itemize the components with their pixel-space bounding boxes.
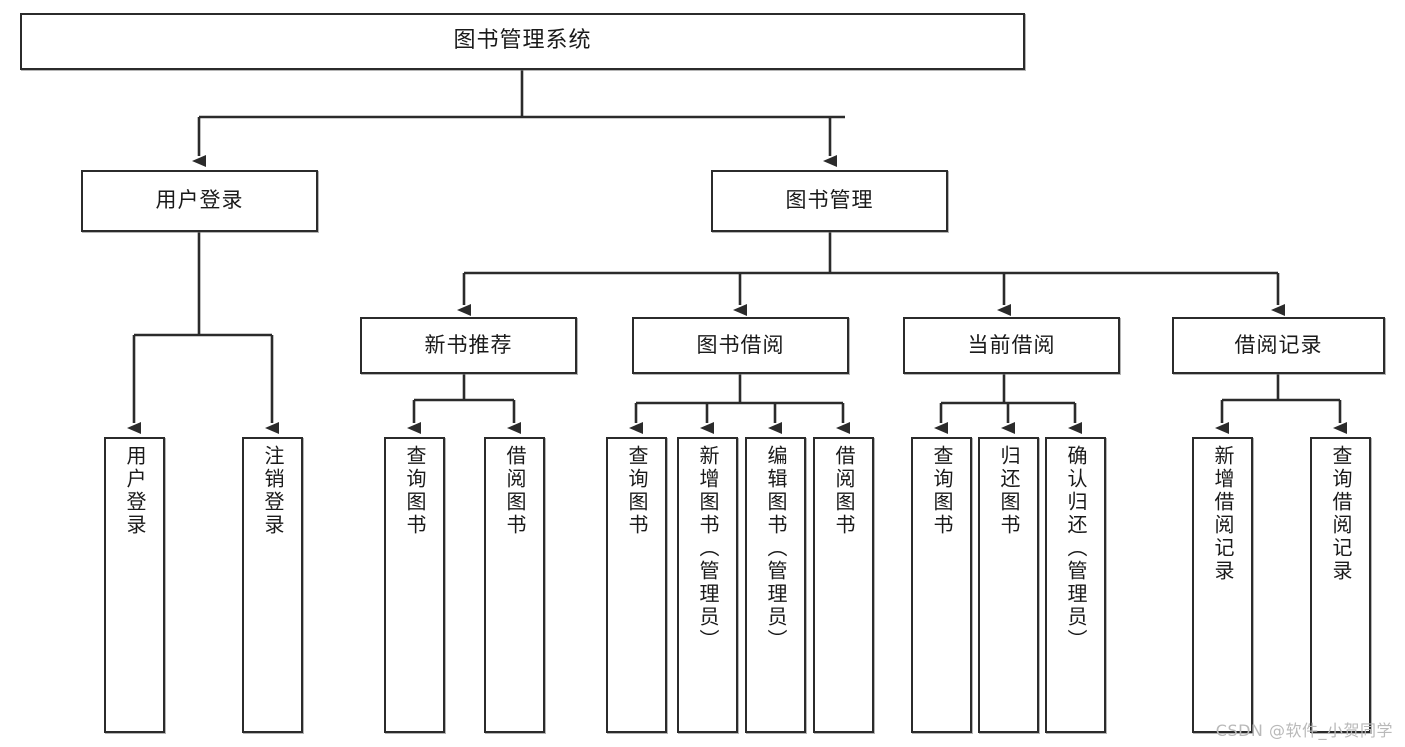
node-leaf-borrow-book-2[interactable]: 借阅图书 bbox=[813, 437, 874, 733]
node-label: 用户登录 bbox=[123, 445, 147, 537]
watermark-text: CSDN @软件_小贺同学 bbox=[1215, 721, 1393, 740]
node-label: 查询借阅记录 bbox=[1329, 445, 1353, 583]
node-user-login[interactable]: 用户登录 bbox=[81, 170, 318, 232]
node-leaf-return-book[interactable]: 归还图书 bbox=[978, 437, 1039, 733]
node-leaf-query-book-2[interactable]: 查询图书 bbox=[606, 437, 667, 733]
node-leaf-user-login[interactable]: 用户登录 bbox=[104, 437, 165, 733]
node-label: 编辑图书（管理员） bbox=[764, 445, 788, 652]
node-label: 确认归还（管理员） bbox=[1064, 445, 1088, 652]
node-current-borrow[interactable]: 当前借阅 bbox=[903, 317, 1120, 374]
node-label: 新增图书（管理员） bbox=[696, 445, 720, 652]
node-leaf-add-book[interactable]: 新增图书（管理员） bbox=[677, 437, 738, 733]
node-label: 查询图书 bbox=[625, 445, 649, 537]
node-leaf-add-record[interactable]: 新增借阅记录 bbox=[1192, 437, 1253, 733]
node-leaf-edit-book[interactable]: 编辑图书（管理员） bbox=[745, 437, 806, 733]
node-label: 借阅图书 bbox=[832, 445, 856, 537]
node-new-book-recommend[interactable]: 新书推荐 bbox=[360, 317, 577, 374]
node-root-system[interactable]: 图书管理系统 bbox=[20, 13, 1025, 70]
node-label: 用户登录 bbox=[155, 188, 244, 213]
node-label: 借阅图书 bbox=[503, 445, 527, 537]
node-borrow-record[interactable]: 借阅记录 bbox=[1172, 317, 1385, 374]
node-label: 借阅记录 bbox=[1234, 332, 1323, 357]
node-label: 归还图书 bbox=[997, 445, 1021, 537]
node-label: 注销登录 bbox=[261, 445, 285, 537]
node-leaf-confirm-return[interactable]: 确认归还（管理员） bbox=[1045, 437, 1106, 733]
node-book-borrow[interactable]: 图书借阅 bbox=[632, 317, 849, 374]
node-book-manage[interactable]: 图书管理 bbox=[711, 170, 948, 232]
node-label: 图书管理 bbox=[785, 188, 874, 213]
node-label: 图书管理系统 bbox=[453, 28, 592, 54]
node-label: 图书借阅 bbox=[696, 332, 785, 357]
node-label: 新书推荐 bbox=[424, 332, 513, 357]
node-leaf-query-book-3[interactable]: 查询图书 bbox=[911, 437, 972, 733]
node-label: 当前借阅 bbox=[967, 332, 1056, 357]
node-leaf-query-record[interactable]: 查询借阅记录 bbox=[1310, 437, 1371, 733]
node-leaf-query-book-1[interactable]: 查询图书 bbox=[384, 437, 445, 733]
node-leaf-logout-login[interactable]: 注销登录 bbox=[242, 437, 303, 733]
node-label: 查询图书 bbox=[930, 445, 954, 537]
node-leaf-borrow-book-1[interactable]: 借阅图书 bbox=[484, 437, 545, 733]
node-label: 新增借阅记录 bbox=[1211, 445, 1235, 583]
node-label: 查询图书 bbox=[403, 445, 427, 537]
